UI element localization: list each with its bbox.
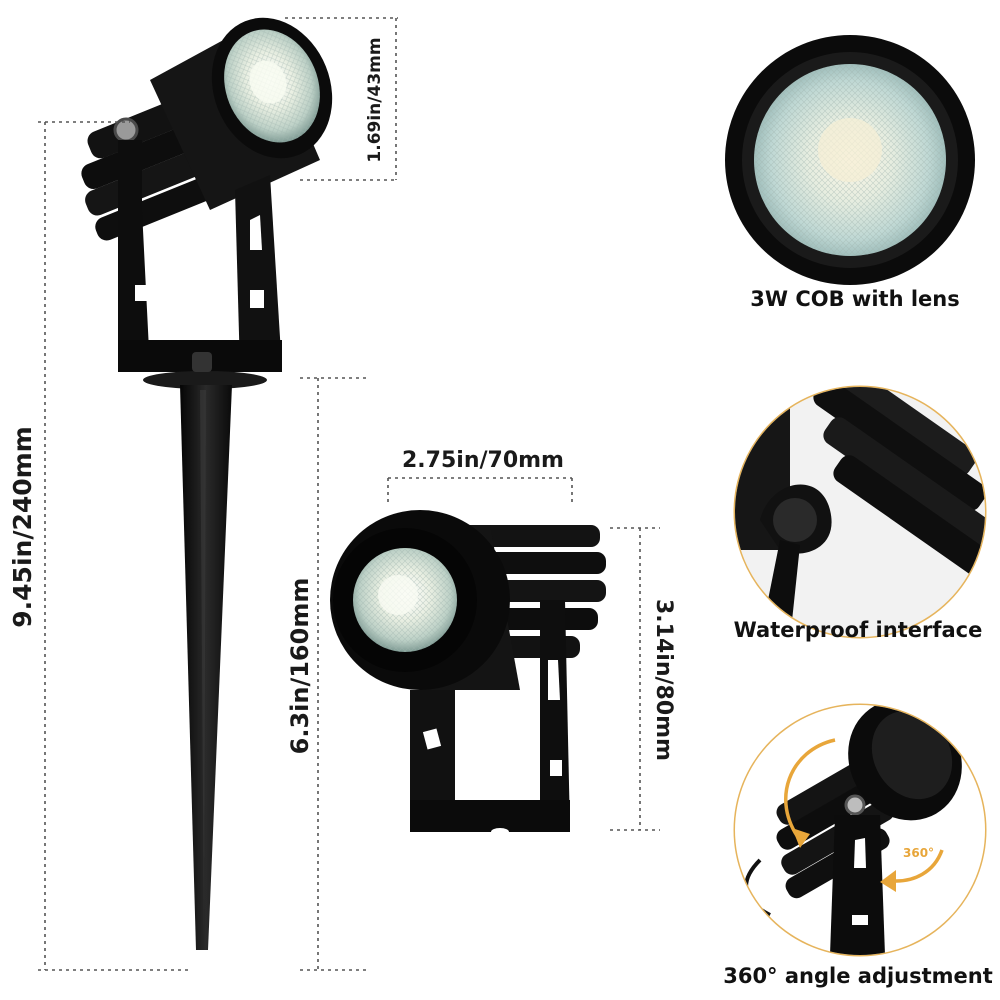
spike-bolt	[113, 117, 139, 143]
caption-waterproof: Waterproof interface	[733, 618, 983, 642]
spike-collar	[143, 371, 267, 389]
feature-rotation-closeup	[733, 703, 987, 957]
feature-lens-closeup	[725, 35, 975, 285]
dimension-bracket-height: 3.14in/80mm	[651, 599, 676, 761]
dimension-total-height: 9.45in/240mm	[8, 426, 37, 628]
bracket-light	[330, 510, 606, 836]
dimension-stake-length: 6.3in/160mm	[286, 577, 314, 755]
spike-stake	[180, 385, 232, 950]
feature-waterproof-closeup	[733, 385, 987, 639]
spike-bracket	[118, 140, 282, 372]
rotation-arrow-icon	[784, 738, 836, 842]
rotation-badge: 360°	[903, 846, 935, 860]
spike-head	[150, 17, 333, 210]
dimension-guides	[38, 17, 660, 971]
caption-cob-lens: 3W COB with lens	[750, 287, 960, 311]
dimension-bracket-width: 2.75in/70mm	[402, 448, 564, 473]
dimension-head-diameter: 1.69in/43mm	[365, 37, 385, 163]
spike-light	[81, 17, 333, 950]
caption-angle-adjustment: 360° angle adjustment	[723, 964, 993, 988]
